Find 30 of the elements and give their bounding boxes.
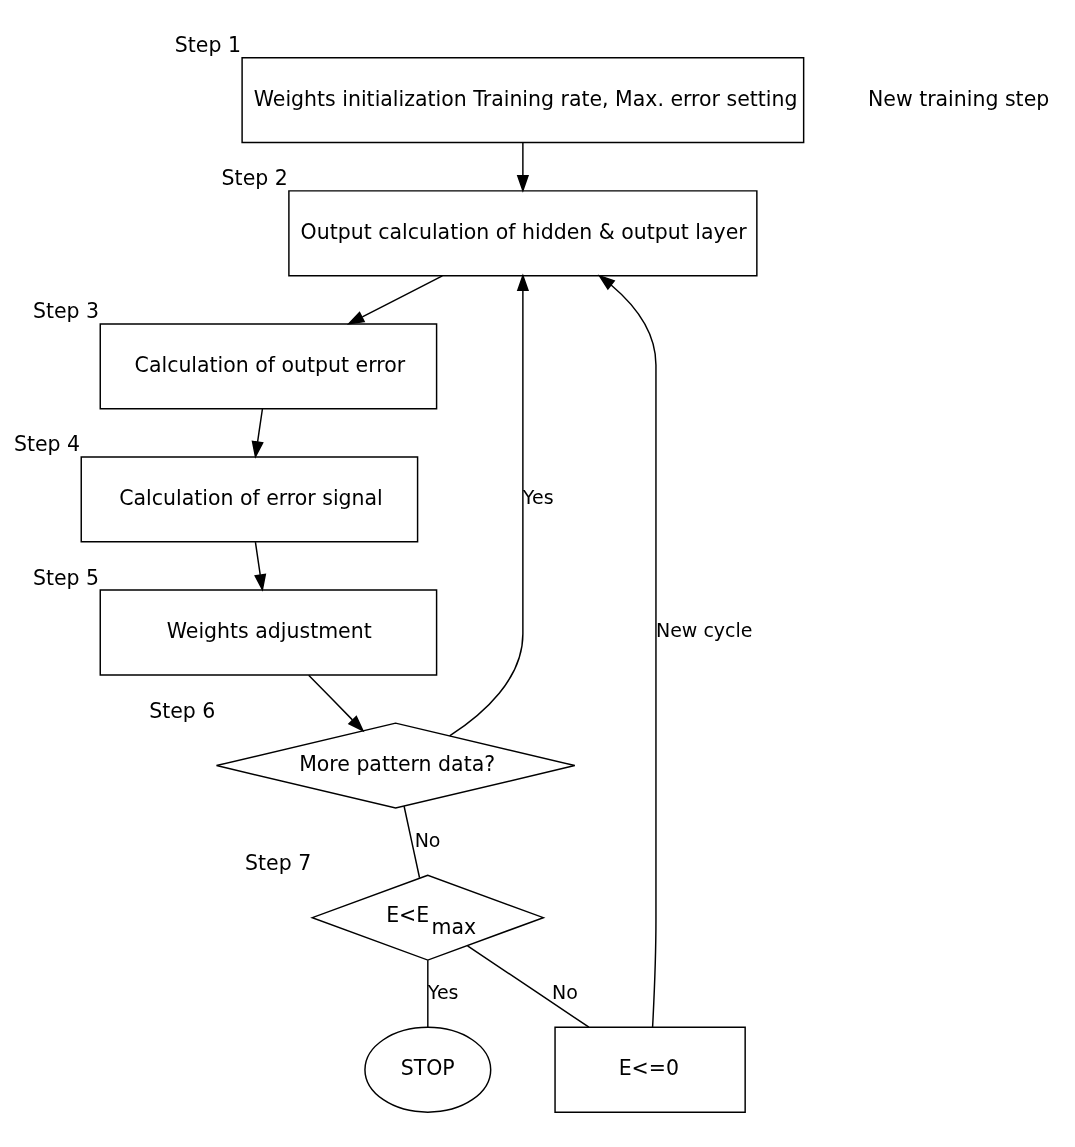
connector: [403, 805, 421, 878]
edge-label: Yes: [427, 980, 459, 1003]
edge-label: No: [414, 828, 441, 851]
node-label: Step 5: [32, 565, 100, 590]
connector: [466, 944, 590, 1028]
node-diamond: More pattern data?: [215, 721, 576, 809]
arrow: [254, 540, 267, 592]
arrow: [597, 274, 657, 1028]
arrow: [448, 273, 529, 737]
node-ellipse: STOP: [364, 1026, 492, 1113]
node-box: Calculation of error signal: [80, 455, 419, 543]
arrow: [251, 407, 264, 459]
label: New training step: [867, 86, 1050, 111]
node-box: Weights initialization Training rate, Max. error setting: [241, 56, 805, 143]
connector: [427, 959, 429, 1028]
node-label: Step 7: [245, 850, 312, 875]
node-box: Weights adjustment: [99, 588, 438, 676]
node-box: E<=0: [554, 1026, 746, 1113]
node-box: Calculation of output error: [99, 322, 438, 409]
node-label: Step 1: [174, 32, 241, 57]
node-label: Step 2: [221, 165, 288, 190]
arrow: [307, 673, 365, 732]
edge-label: No: [552, 980, 578, 1003]
arrow: [516, 141, 529, 193]
node-label: Step 6: [149, 698, 216, 723]
node-label: Step 4: [13, 431, 81, 456]
arrow: [346, 274, 444, 325]
node-label: Step 3: [32, 298, 100, 323]
node-box: Output calculation of hidden & output layer: [288, 189, 758, 276]
edge-label: New cycle: [655, 618, 753, 641]
